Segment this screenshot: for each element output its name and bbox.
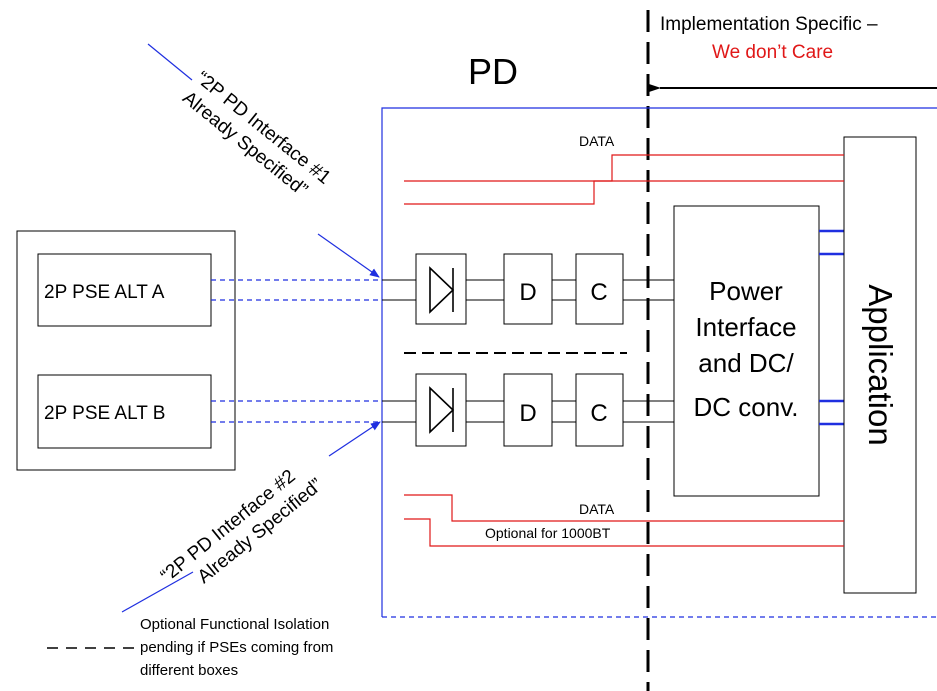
- power-interface-line4: DC conv.: [694, 392, 799, 422]
- interface-1-leader: [147, 43, 193, 81]
- c-block-1: [575, 253, 624, 325]
- power-to-application-links: [819, 229, 844, 426]
- optional-1000bt-label: Optional for 1000BT: [485, 525, 611, 541]
- c-block-2-label: C: [590, 400, 607, 427]
- pse-alt-b-box: [37, 374, 212, 449]
- application-block: [843, 136, 917, 594]
- d-block-1: [503, 253, 553, 325]
- d-block-1-label: D: [519, 279, 536, 306]
- footnote-line3: different boxes: [140, 662, 238, 679]
- top-data-label: DATA: [579, 133, 615, 149]
- diode-bridge-1: [415, 253, 467, 325]
- pse-links: [211, 279, 382, 423]
- application-label: Application: [862, 284, 899, 445]
- power-interface-block: [673, 205, 820, 497]
- interface-1-annotation: “2P PD Interface #1 Already Specified”: [178, 68, 334, 201]
- pse-enclosure: [16, 230, 236, 471]
- upper-channel-wires: [382, 279, 674, 301]
- bottom-data-label: DATA: [579, 501, 615, 517]
- interface-2-annotation: “2P PD Interface #2 Already Specified”: [157, 466, 327, 588]
- power-interface-line2: Interface: [695, 312, 796, 342]
- c-block-1-label: C: [590, 279, 607, 306]
- implementation-specific-label: Implementation Specific –: [660, 14, 878, 35]
- pse-alt-a-label: 2P PSE ALT A: [44, 282, 165, 303]
- d-block-2-label: D: [519, 400, 536, 427]
- interface-2-leader: [121, 571, 194, 613]
- interface-1-arrow: [317, 233, 380, 278]
- pd-boundary: [381, 107, 937, 617]
- d-block-2: [503, 373, 553, 447]
- diode-2-icon: [429, 386, 455, 434]
- bottom-data-lines: [404, 494, 844, 547]
- we-dont-care-label: We don’t Care: [712, 42, 833, 63]
- pd-title: PD: [468, 51, 518, 92]
- pse-alt-b-label: 2P PSE ALT B: [44, 403, 165, 424]
- power-interface-line3: and DC/: [698, 348, 794, 378]
- power-interface-line1: Power: [709, 276, 783, 306]
- lower-channel-wires: [382, 400, 674, 423]
- diode-1-icon: [429, 266, 455, 314]
- application-label-group: Application: [862, 284, 899, 445]
- c-block-2: [575, 373, 624, 447]
- footnote-line2: pending if PSEs coming from: [140, 639, 333, 656]
- top-data-lines: [404, 154, 844, 205]
- footnote-line1: Optional Functional Isolation: [140, 616, 329, 633]
- pse-alt-a-box: [37, 253, 212, 327]
- interface-2-arrow: [328, 421, 381, 457]
- diode-bridge-2: [415, 373, 467, 447]
